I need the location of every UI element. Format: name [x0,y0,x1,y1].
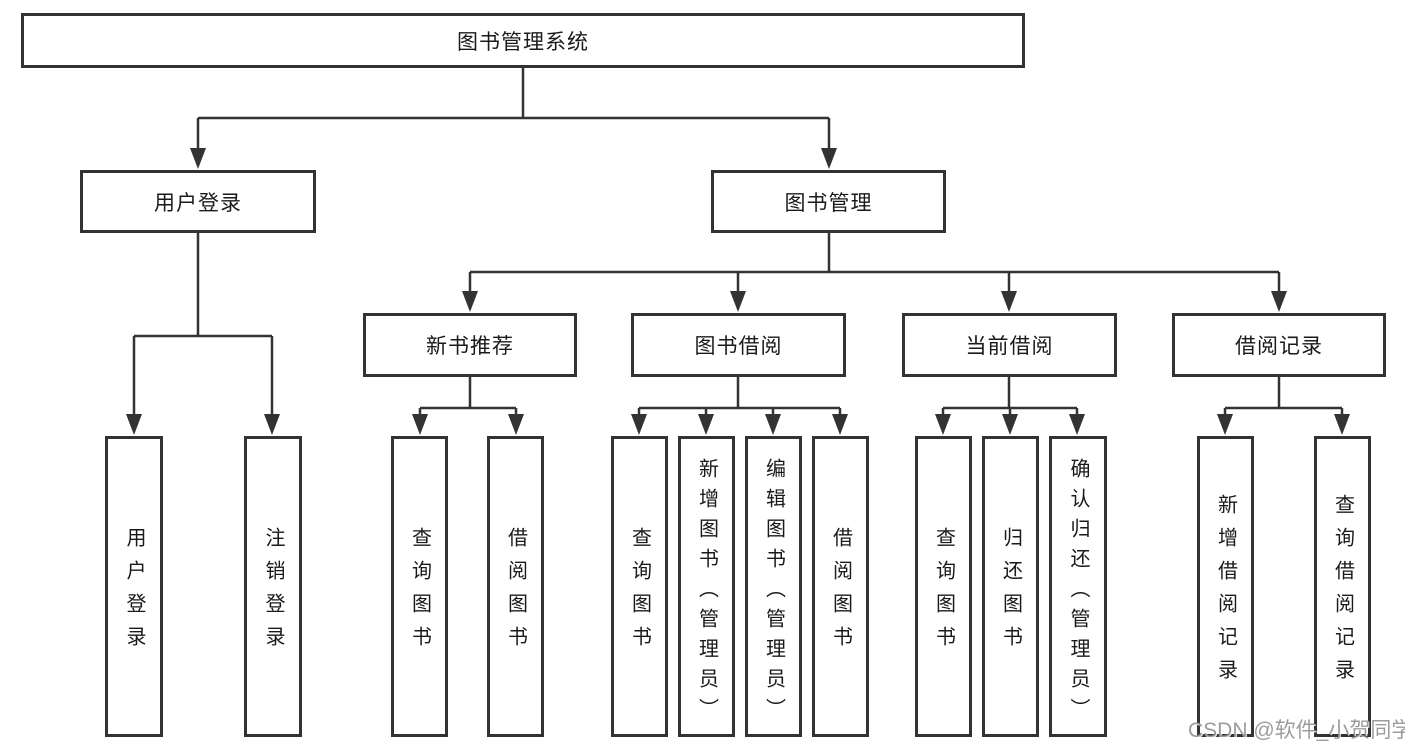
leaf-label: 用户登录 [123,526,145,659]
leaf-current-confirm-return-admin: 确认归还（管理员） [1049,436,1107,737]
leaf-label: 归还图书 [999,526,1022,659]
leaf-label: 查询借阅记录 [1331,493,1354,692]
leaf-user-login: 用户登录 [105,436,163,737]
leaf-label: 查询图书 [932,526,955,659]
leaf-borrowing-add-books-admin: 新增图书（管理员） [678,436,735,737]
leaf-label: 注销登录 [262,526,284,659]
leaf-records-add-record: 新增借阅记录 [1197,436,1254,737]
leaf-borrowing-edit-books-admin: 编辑图书（管理员） [745,436,802,737]
node-current-borrowing: 当前借阅 [902,313,1117,377]
leaf-label: 新增借阅记录 [1214,493,1237,692]
leaf-borrowing-query-books: 查询图书 [611,436,668,737]
node-borrowing-records: 借阅记录 [1172,313,1386,377]
leaf-current-query-books: 查询图书 [915,436,972,737]
leaf-label: 确认归还（管理员） [1067,457,1089,728]
node-book-borrowing: 图书借阅 [631,313,846,377]
node-new-book-recommendation: 新书推荐 [363,313,577,377]
node-label: 图书借阅 [694,335,783,358]
leaf-borrowing-borrow-books: 借阅图书 [812,436,869,737]
leaf-label: 借阅图书 [829,526,852,659]
leaf-records-query-record: 查询借阅记录 [1314,436,1371,737]
leaf-recommend-query-books: 查询图书 [391,436,448,737]
node-library-management-system: 图书管理系统 [21,13,1025,68]
leaf-logout: 注销登录 [244,436,302,737]
node-label: 用户登录 [154,191,242,215]
leaf-label: 借阅图书 [504,526,527,659]
node-label: 当前借阅 [965,335,1054,358]
node-book-management: 图书管理 [711,170,946,233]
leaf-label: 查询图书 [628,526,651,659]
leaf-current-return-books: 归还图书 [982,436,1039,737]
leaf-label: 新增图书（管理员） [695,457,718,728]
leaf-recommend-borrow-books: 借阅图书 [487,436,544,737]
node-label: 图书管理系统 [457,30,589,54]
leaf-label: 查询图书 [408,526,431,659]
leaf-label: 编辑图书（管理员） [762,457,785,728]
node-label: 借阅记录 [1235,335,1323,358]
csdn-watermark: CSDN @软件_小贺同学 [1188,719,1405,742]
node-label: 图书管理 [784,191,873,215]
node-user-login: 用户登录 [80,170,316,233]
node-label: 新书推荐 [426,335,514,358]
